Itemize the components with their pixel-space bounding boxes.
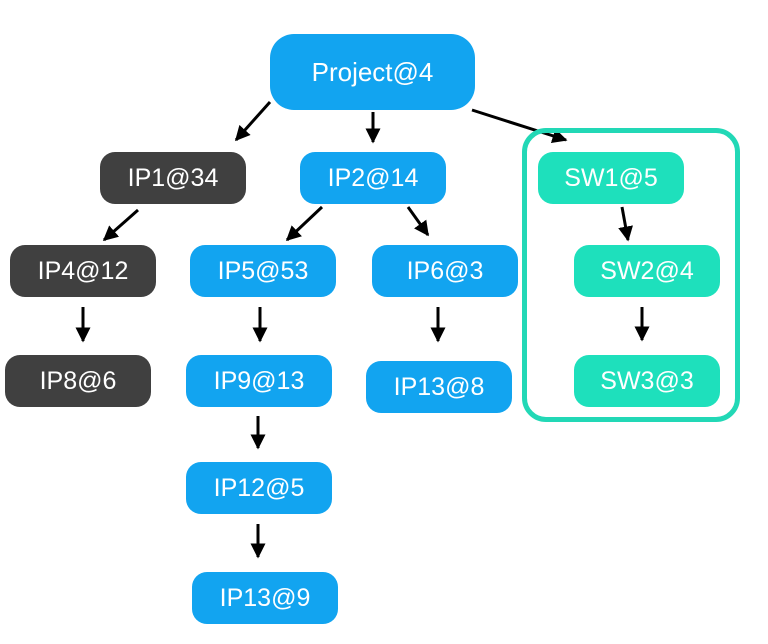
- node-ip8[interactable]: IP8@6: [5, 355, 151, 407]
- sw-group-frame: [522, 128, 740, 422]
- arrow-project-to-ip1: [234, 100, 272, 142]
- node-sw3[interactable]: SW3@3: [574, 355, 720, 407]
- node-ip4[interactable]: IP4@12: [10, 245, 156, 297]
- node-ip5[interactable]: IP5@53: [190, 245, 336, 297]
- node-ip13-right[interactable]: IP13@8: [366, 361, 512, 413]
- arrow-project-to-sw1: [471, 108, 568, 144]
- arrow-sw1-to-sw2: [618, 206, 633, 242]
- node-ip1[interactable]: IP1@34: [100, 152, 246, 204]
- arrow-ip2-to-ip6: [406, 206, 430, 237]
- node-sw2[interactable]: SW2@4: [574, 245, 720, 297]
- arrow-ip1-to-ip4: [102, 208, 139, 242]
- node-ip9[interactable]: IP9@13: [186, 355, 332, 407]
- node-sw1[interactable]: SW1@5: [538, 152, 684, 204]
- node-ip13-bottom[interactable]: IP13@9: [192, 572, 338, 624]
- node-ip2[interactable]: IP2@14: [300, 152, 446, 204]
- node-ip12[interactable]: IP12@5: [186, 462, 332, 514]
- node-ip6[interactable]: IP6@3: [372, 245, 518, 297]
- arrow-ip2-to-ip5: [285, 205, 324, 242]
- node-project[interactable]: Project@4: [270, 34, 475, 110]
